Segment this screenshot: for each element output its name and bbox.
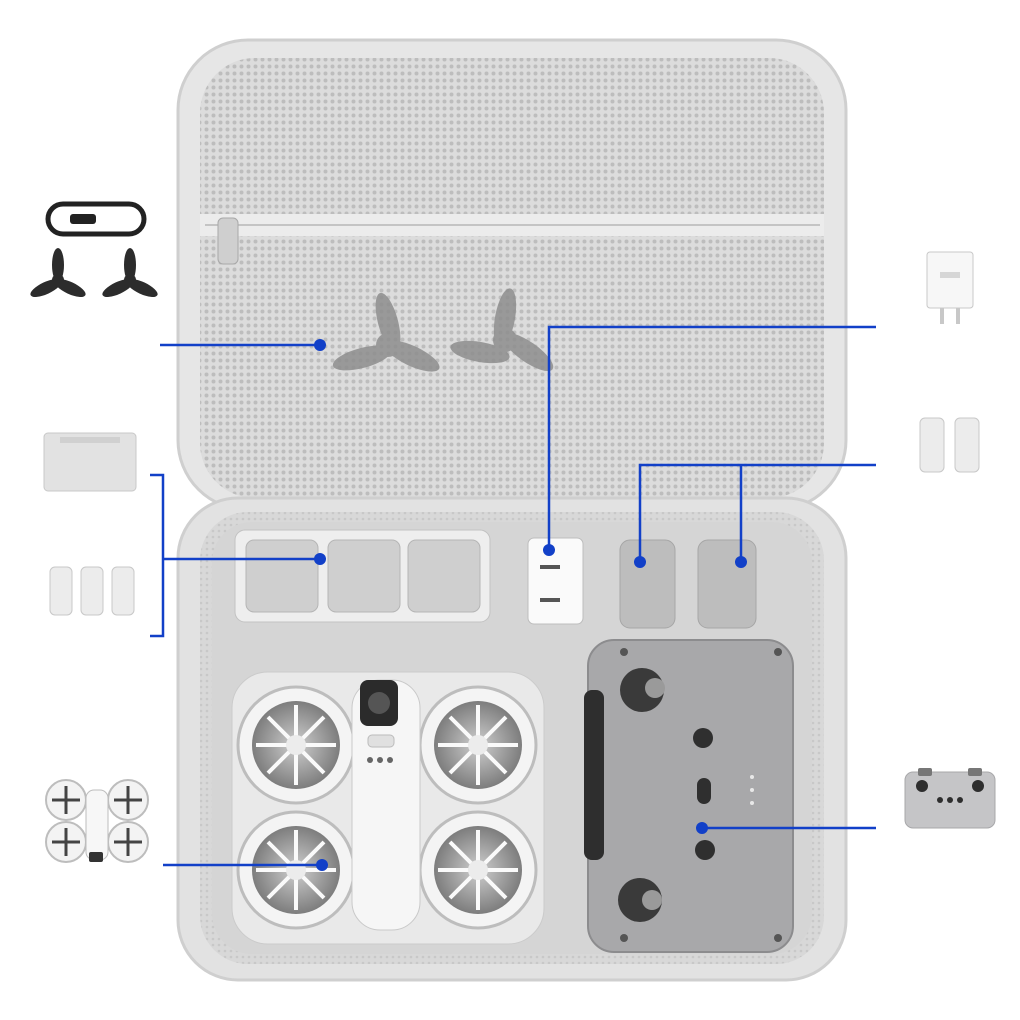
drone-icon xyxy=(45,779,149,863)
propeller-icon-left xyxy=(30,248,86,298)
remote-controller-icon xyxy=(904,768,996,829)
charger-callout-dot xyxy=(543,544,555,556)
zipper-pull xyxy=(217,217,239,265)
propellers-callout-dot xyxy=(314,339,326,351)
remote-callout-dot xyxy=(696,822,708,834)
rotor-top-left xyxy=(236,685,356,805)
charging-hub-batteries-callout xyxy=(150,473,320,638)
usb-cable-icon xyxy=(45,201,147,237)
spare-battery-1-dot xyxy=(634,556,646,568)
power-adapter-in-case xyxy=(527,537,584,625)
spare-battery-2-dot xyxy=(735,556,747,568)
propeller-silhouette-1 xyxy=(332,292,440,372)
drone-callout-dot xyxy=(316,859,328,871)
case-lid xyxy=(176,38,848,512)
drone-in-case xyxy=(231,671,545,945)
battery-icons-right xyxy=(919,417,980,473)
charger-callout xyxy=(547,325,876,550)
rotor-bottom-right xyxy=(418,810,538,930)
mesh-pocket xyxy=(200,58,824,498)
propeller-silhouette-2 xyxy=(450,288,554,372)
propeller-icon-right xyxy=(102,248,158,298)
rotor-bottom-left xyxy=(236,810,356,930)
battery-icons-left xyxy=(49,566,135,616)
power-adapter-icon xyxy=(926,251,974,324)
charging-hub-icon xyxy=(43,432,137,492)
charging-hub-with-batteries xyxy=(234,529,491,623)
rotor-top-right xyxy=(418,685,538,805)
spare-batteries-callout xyxy=(638,463,876,562)
hub-callout-dot xyxy=(314,553,326,565)
remote-controller-in-case xyxy=(584,639,794,953)
